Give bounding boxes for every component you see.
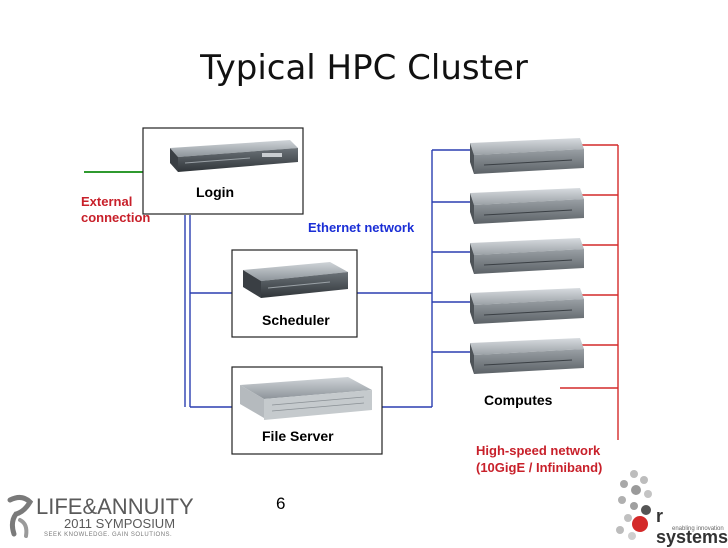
logo-right-tagline: enabling innovation xyxy=(672,526,724,532)
highspeed-label-line2: (10GigE / Infiniband) xyxy=(476,460,603,475)
external-label-line1: External xyxy=(81,194,133,209)
compute-server-4 xyxy=(470,288,584,324)
compute-server-3 xyxy=(470,238,584,274)
compute-server-2 xyxy=(470,188,584,224)
logo-right-brand: r systems xyxy=(656,506,728,547)
r-systems-logo-dots xyxy=(616,470,652,540)
slide-title: Typical HPC Cluster xyxy=(200,48,528,88)
file-server-label: File Server xyxy=(262,428,334,444)
page-number: 6 xyxy=(276,494,286,513)
highspeed-network-label: High-speed network (10GigE / Infiniband) xyxy=(476,442,602,476)
scheduler-label: Scheduler xyxy=(262,312,330,328)
external-label-line2: connection xyxy=(81,210,151,225)
highspeed-label-line1: High-speed network xyxy=(476,443,601,458)
ethernet-network-label: Ethernet network xyxy=(308,220,415,235)
logo-left-year: 2011 SYMPOSIUM xyxy=(64,516,176,531)
scheduler-node xyxy=(231,249,358,338)
life-annuity-logo: LIFE&ANNUITY 2011 SYMPOSIUM SEEK KNOWLED… xyxy=(6,492,206,542)
logo-left-brand: LIFE&ANNUITY xyxy=(36,494,194,519)
r-systems-logo: r systems enabling innovation xyxy=(608,466,728,547)
life-annuity-logo-mark xyxy=(7,494,34,538)
computes-label: Computes xyxy=(484,392,553,408)
highspeed-network-lines xyxy=(560,144,619,440)
file-server-node xyxy=(231,366,383,455)
compute-server-5 xyxy=(470,338,584,374)
external-connection-label: External connection xyxy=(81,194,150,226)
logo-left-tagline: SEEK KNOWLEDGE. GAIN SOLUTIONS. xyxy=(44,532,173,538)
login-label: Login xyxy=(196,184,235,200)
compute-server-1 xyxy=(470,138,584,174)
compute-servers xyxy=(470,138,584,374)
ethernet-network-lines xyxy=(184,149,470,408)
login-node xyxy=(142,127,304,215)
